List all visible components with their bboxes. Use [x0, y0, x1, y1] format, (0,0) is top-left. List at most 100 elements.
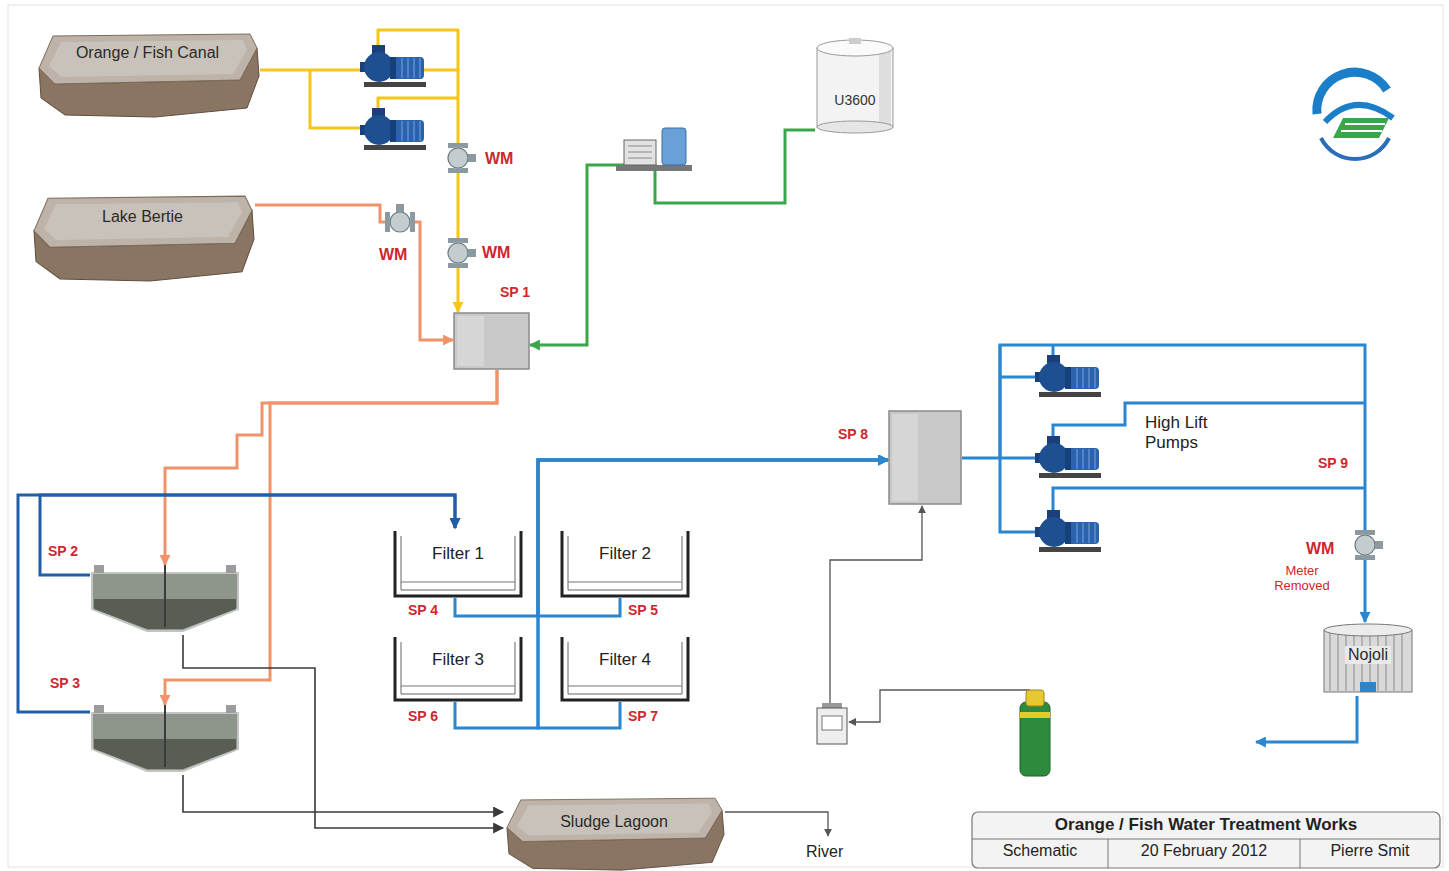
sample-point-tag: SP 7 [628, 708, 658, 724]
sample-point-tag: SP 2 [48, 543, 78, 559]
sample-point-tag: SP 6 [408, 708, 438, 724]
intake-pump-symbol [360, 108, 426, 150]
sludge-lagoon-outline [517, 803, 712, 835]
reservoir-tank-outline [1324, 624, 1412, 636]
reservoir-tank-outline [1394, 632, 1395, 691]
meter-tag: WM [379, 246, 407, 264]
storage-tank-outline [815, 38, 895, 135]
title-block [972, 812, 1440, 868]
storage-tank-outline [849, 38, 861, 44]
intake-pump-symbol [360, 45, 426, 150]
page-frame [8, 5, 1443, 867]
sample-point-tag: SP 3 [50, 675, 80, 691]
node-label: Filter 2 [599, 544, 651, 564]
dosing-line [849, 690, 1030, 722]
node-label: Sludge Lagoon [560, 813, 668, 831]
meter-note: Meter Removed [1258, 564, 1346, 594]
mixing-box-outline [457, 316, 484, 366]
clear-water-sump-outline [889, 411, 961, 504]
dosing-unit-symbol [624, 140, 656, 165]
canal-reservoir-outline [35, 28, 260, 118]
meter-tag: WM [485, 150, 513, 168]
chlorinator-symbol [817, 708, 847, 744]
clarifier-tank: SP 3 [90, 705, 240, 775]
node-label: Lake Bertie [102, 208, 183, 226]
pump-manifold-line [1000, 376, 1037, 379]
reservoir-tank-outline [1360, 682, 1376, 692]
reservoir-tank-outline [1330, 632, 1331, 691]
title-block [1300, 839, 1301, 868]
storage-tank-outline [817, 48, 893, 127]
filter-bed: Filter 3SP 6 [393, 634, 523, 702]
water-meter-symbol [385, 143, 1383, 560]
pipe-connector [538, 460, 888, 616]
logo-emblem [1317, 72, 1393, 159]
filter-bed-outline [401, 642, 515, 694]
filter-bed-outline [568, 686, 682, 687]
clarifier-tank-outline [90, 565, 240, 635]
filter-bed-outline [395, 637, 521, 700]
mixing-box: SP 1 [453, 312, 530, 370]
dosing-unit-symbol [616, 128, 692, 171]
dosing-unit-symbol [616, 165, 692, 171]
chlorinator-symbol [817, 703, 847, 744]
clarifier-tank-outline [90, 705, 240, 775]
high-lift-pump-symbol [1035, 436, 1101, 478]
sludge-lagoon-outline [503, 793, 725, 871]
filter-bed-outline [401, 536, 515, 590]
sample-point-tag: SP 5 [628, 602, 658, 618]
chlorine-cylinder-symbol [1020, 712, 1050, 718]
pipe-connector [40, 495, 455, 575]
lake-reservoir: Lake Bertie [30, 190, 255, 282]
clarifier-tank: SP 2 [90, 565, 240, 635]
intake-pump-symbol [360, 45, 426, 87]
pipe-connector [18, 495, 455, 712]
clarifier-tank-outline [164, 705, 166, 767]
chlorine-cylinder-symbol [1020, 690, 1050, 776]
water-meter-symbol [448, 238, 476, 268]
clarifier-tank-outline [226, 705, 236, 713]
node-label: U3600 [834, 92, 875, 108]
dosing-unit-symbol [628, 146, 652, 158]
filter-bed-outline [395, 531, 521, 596]
dosing-line [725, 812, 828, 836]
lake-reservoir-outline [30, 190, 255, 282]
water-meter-symbol [385, 204, 415, 232]
mixing-box-outline [454, 313, 529, 369]
lake-reservoir-outline [44, 202, 242, 240]
clarifier-tank-outline [164, 565, 166, 627]
clear-water-sump-outline [892, 414, 918, 501]
filter-bed-outline [401, 686, 515, 687]
sample-point-tag: SP 9 [1318, 455, 1348, 471]
sludge-lagoon-outline [507, 798, 722, 841]
dosing-unit-symbol [662, 128, 686, 165]
clear-water-sump-outline [888, 410, 962, 505]
pipe-connector [255, 205, 453, 340]
canal-reservoir: Orange / Fish Canal [35, 28, 260, 118]
filter-bed: Filter 1SP 4 [393, 528, 523, 598]
water-meter-symbol [1355, 530, 1383, 560]
pump-manifold-line [1000, 345, 1365, 742]
clear-water-sump: SP 8 [888, 410, 962, 505]
canal-reservoir-outline [39, 34, 257, 84]
logo-emblem [1321, 138, 1389, 159]
chlorine-cylinder-symbol [1020, 702, 1050, 776]
filter-bed-outline [562, 531, 688, 596]
filter-bed-outline [568, 536, 682, 590]
title-block [1108, 839, 1109, 868]
pipe-connector [538, 460, 888, 728]
high-lift-pump-symbol [1035, 355, 1101, 397]
dosing-line [725, 506, 1030, 836]
logo-emblem [1333, 118, 1389, 138]
filter-bed-outline [401, 582, 515, 583]
node-label: Filter 4 [599, 650, 651, 670]
node-label: Orange / Fish Canal [76, 44, 219, 62]
outlet-label: River [806, 843, 843, 861]
sample-point-tag: SP 1 [500, 284, 530, 300]
reservoir-tank: Nojoli [1322, 622, 1414, 696]
clarifier-tank-outline [94, 705, 104, 713]
pipe-connector [165, 370, 497, 705]
title-cell: Pierre Smit [1300, 842, 1440, 860]
filter-bed-outline [568, 582, 682, 583]
